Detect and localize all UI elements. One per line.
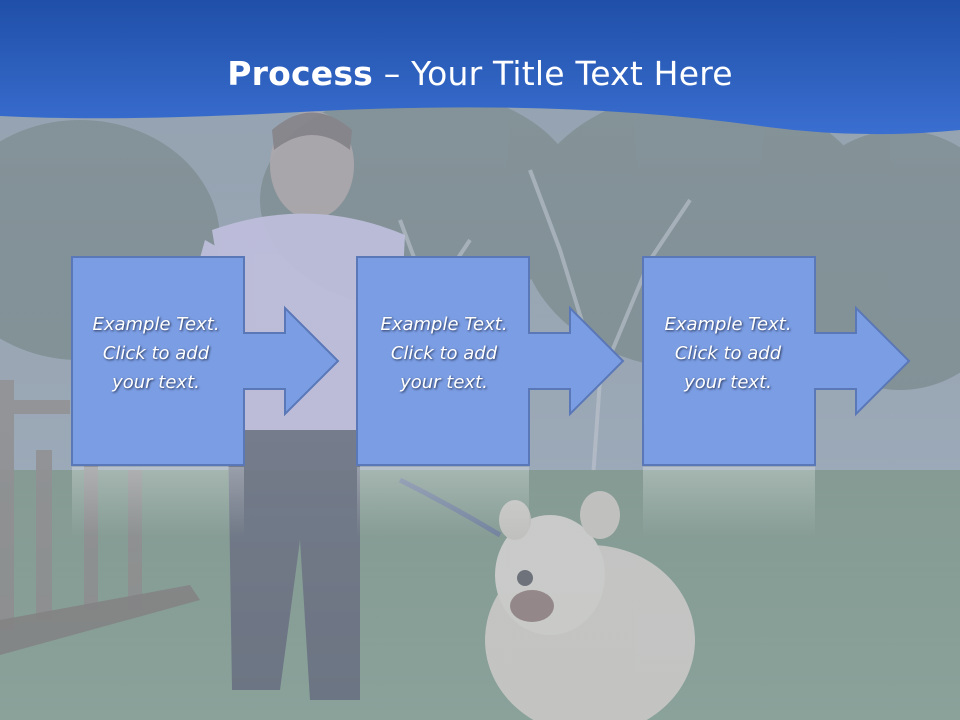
- step-2-line-3: your text.: [400, 372, 488, 393]
- step-1-line-1: Example Text.: [92, 314, 220, 335]
- step-3-text[interactable]: Example Text. Click to add your text.: [643, 310, 813, 397]
- step-3-line-2: Click to add: [674, 343, 782, 364]
- step-2-arrow-shape[interactable]: [356, 256, 625, 466]
- step-1-reflection: [72, 467, 244, 537]
- step-1-text[interactable]: Example Text. Click to add your text.: [71, 310, 241, 397]
- step-1-line-2: Click to add: [102, 343, 210, 364]
- title-bold: Process: [227, 54, 374, 93]
- step-3-arrow-shape[interactable]: [642, 256, 911, 466]
- step-2-line-1: Example Text.: [380, 314, 508, 335]
- step-2-reflection: [357, 467, 529, 537]
- step-3-line-1: Example Text.: [664, 314, 792, 335]
- step-3-reflection: [643, 467, 815, 537]
- step-3-line-3: your text.: [684, 372, 772, 393]
- slide-title[interactable]: Process – Your Title Text Here: [0, 52, 960, 96]
- title-rest: – Your Title Text Here: [373, 54, 733, 93]
- step-1-arrow-shape[interactable]: [71, 256, 340, 466]
- step-2-text[interactable]: Example Text. Click to add your text.: [359, 310, 529, 397]
- step-1-line-3: your text.: [112, 372, 200, 393]
- step-2-line-2: Click to add: [390, 343, 498, 364]
